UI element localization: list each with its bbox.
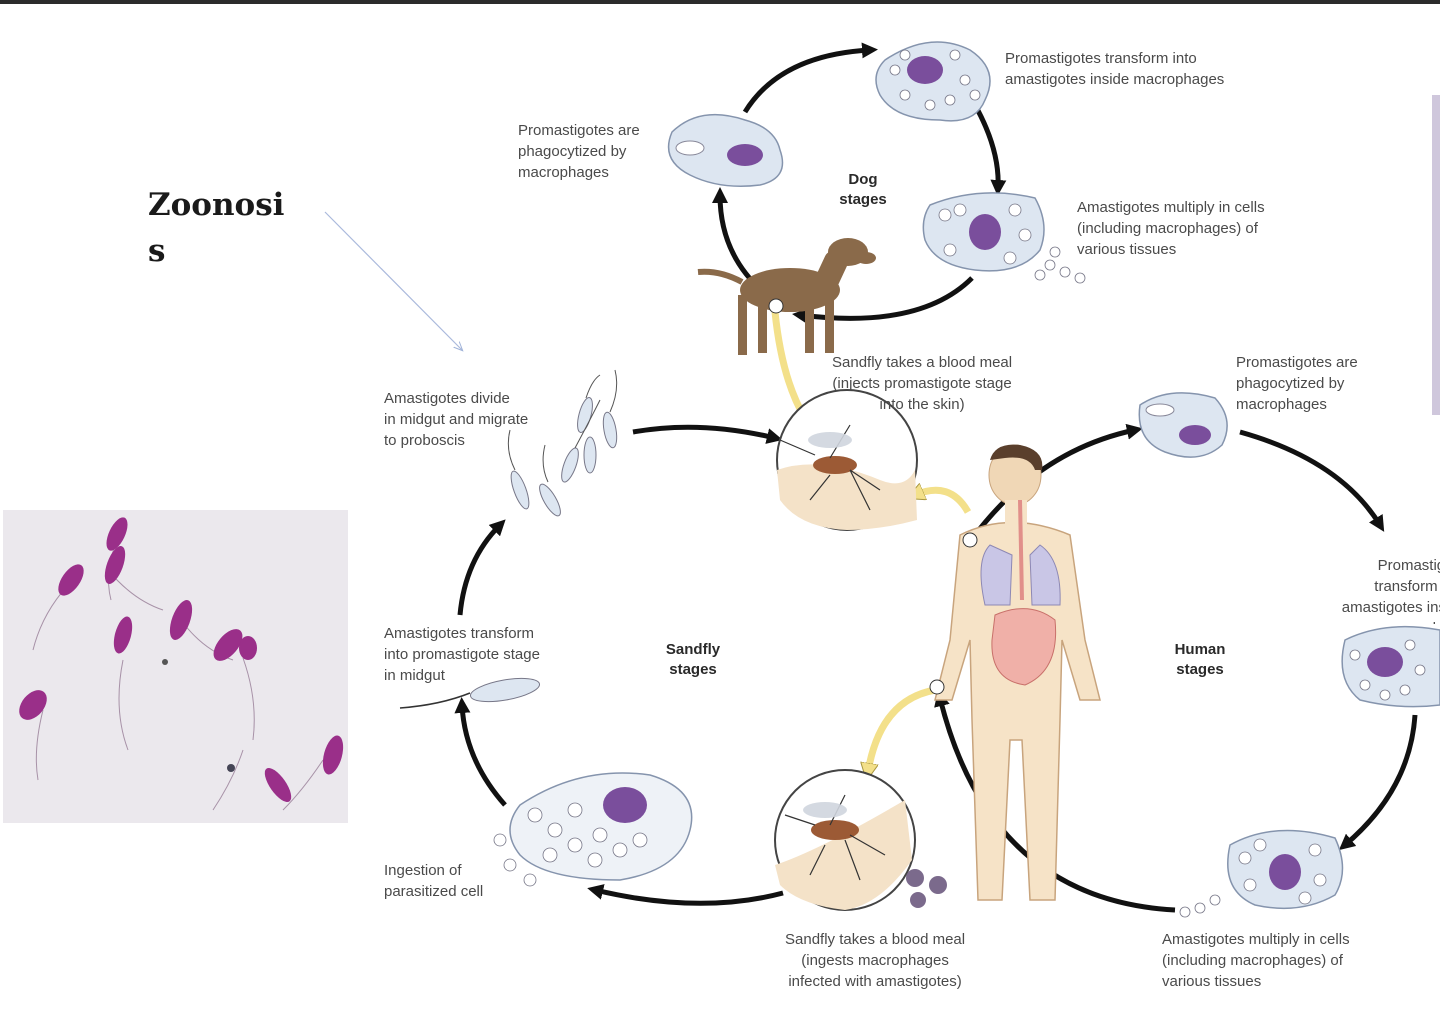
label-blood-meal-inject: Sandfly takes a blood meal (injects prom… [832, 354, 1013, 413]
right-edge-image [1432, 95, 1440, 415]
sandfly-bite-inject [776, 389, 918, 531]
label-human-transform: Promastigote transform into amastigotes … [1296, 534, 1440, 624]
label-midgut-divide: Amastigotes divide in midgut and migrate… [384, 390, 529, 449]
micrograph-svg [3, 510, 348, 823]
dog-stages-label: Dog stages [839, 171, 887, 208]
dog-macrophage-multiplying [922, 192, 1086, 284]
arrow-transform-to-multiply [1338, 714, 1418, 851]
promastigotes-cluster [507, 369, 618, 517]
arrow-transform-to-divide [457, 519, 506, 616]
label-dog-transform: Promastigotes transform into amastigotes… [1005, 50, 1225, 88]
dog-macrophage-transforming [875, 41, 991, 122]
zoonosis-title: Zoonosi s [148, 187, 285, 269]
transfer-arrow-human-to-sandfly [868, 686, 936, 772]
label-dog-multiply: Amastigotes multiply in cells (including… [1077, 199, 1265, 258]
label-human-phagocytized: Promastigotes are phagocytized by macrop… [1236, 354, 1358, 413]
top-border [0, 0, 1440, 4]
sandfly-bite-ingest [774, 769, 947, 911]
label-dog-phagocytized: Promastigotes are phagocytized by macrop… [518, 122, 640, 181]
human-macrophage-phagocytizing [1138, 392, 1228, 458]
label-ingestion: Ingestion of parasitized cell [384, 862, 484, 900]
human-stages-label: Human stages [1174, 641, 1226, 678]
arrow-phago-to-transform [1239, 429, 1385, 532]
dog-macrophage-phagocytizing [667, 113, 784, 187]
arrow-dog-phago-to-transform [742, 42, 878, 114]
arrow-dog-transform-to-multiply [972, 103, 1007, 196]
micrograph-image [3, 510, 348, 823]
human-macrophage-transforming [1341, 625, 1440, 708]
label-human-transform-text: Promastigote transform into amastigotes … [1341, 557, 1440, 624]
title-pointer-line [324, 211, 462, 350]
dog-figure [697, 238, 876, 355]
arrow-ingestion-to-transform [454, 697, 507, 807]
transforming-promastigote [399, 677, 541, 709]
arrow-bite-to-ingestion [587, 884, 784, 906]
sandfly-stages-label: Sandfly stages [665, 641, 721, 678]
transfer-arrow-dog-to-sandfly [771, 311, 805, 418]
label-blood-meal-ingest: Sandfly takes a blood meal (ingests macr… [785, 931, 966, 990]
label-human-multiply: Amastigotes multiply in cells (including… [1162, 931, 1350, 990]
arrow-multiply-to-human [934, 690, 1176, 913]
transfer-arrow-sandfly-to-human [915, 490, 972, 514]
label-midgut-transform: Amastigotes transform into promastigote … [384, 625, 540, 684]
human-macrophage-multiplying [1179, 829, 1344, 918]
arrow-midgut-to-bite [632, 424, 783, 444]
arrow-human-to-phago [973, 423, 1143, 537]
human-figure [929, 444, 1101, 901]
ingested-parasitized-cell [493, 772, 693, 887]
